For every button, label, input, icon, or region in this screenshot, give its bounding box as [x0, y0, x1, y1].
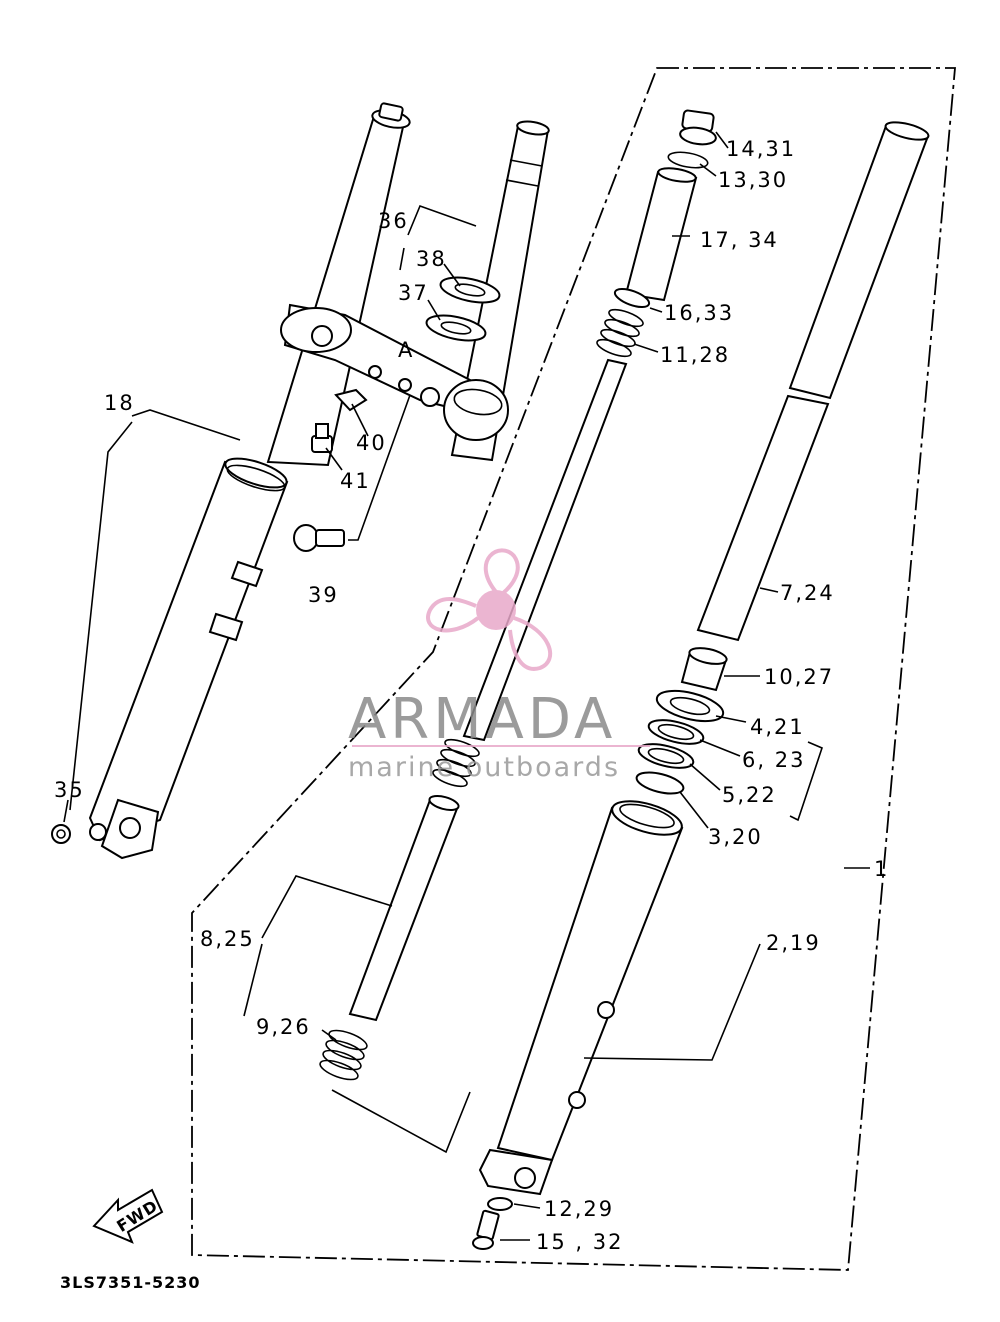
part-16-washer [613, 287, 651, 309]
part-6-clip [647, 719, 705, 745]
label-18: 18 [104, 391, 135, 415]
label-4-21: 4,21 [750, 715, 805, 739]
part-13-o-ring [667, 151, 709, 169]
part-11-spring-bottom [432, 738, 480, 788]
label-16-33: 16,33 [664, 301, 734, 325]
part-12-washer [487, 1197, 513, 1211]
part-41-bolt [311, 423, 333, 453]
label-14-31: 14,31 [726, 137, 796, 161]
part-39-bolt [293, 524, 345, 552]
label-12-29: 12,29 [544, 1197, 614, 1221]
part-8-damper-rod [348, 798, 460, 1022]
part-40-clip [334, 388, 368, 412]
leader-lines [63, 131, 870, 1241]
assembly-boundary [191, 67, 956, 1271]
part-14-cap-bolt [679, 109, 717, 146]
propeller-logo-icon [426, 548, 553, 671]
label-41: 41 [340, 469, 371, 493]
part-11-spring-top [596, 308, 644, 358]
watermark-brand: ARMADA [348, 687, 616, 752]
label-2-19: 2,19 [766, 931, 821, 955]
part-2-outer-tube [496, 806, 684, 1162]
bracket-marker: A [398, 338, 414, 362]
label-36: 36 [378, 209, 409, 233]
label-7-24: 7,24 [780, 581, 835, 605]
part-9-rebound-spring [319, 1029, 368, 1081]
label-13-30: 13,30 [718, 168, 788, 192]
part-7-inner-tube [788, 124, 930, 400]
part-15-bolt [472, 1209, 500, 1250]
steering-assembly: A [280, 120, 550, 552]
label-38: 38 [416, 247, 447, 271]
label-1: 1 [874, 857, 889, 881]
label-9-26: 9,26 [256, 1015, 311, 1039]
label-10-27: 10,27 [764, 665, 834, 689]
label-37: 37 [398, 281, 429, 305]
label-17-34: 17, 34 [700, 228, 779, 252]
part-5-washer [637, 743, 695, 769]
label-15-32: 15 , 32 [536, 1230, 623, 1254]
exploded-fork [472, 121, 930, 1250]
part-38-bearing [439, 276, 501, 304]
part-labels: 14,31 13,30 17, 34 16,33 11,28 7,24 10,2… [54, 137, 889, 1254]
label-39: 39 [308, 583, 339, 607]
part-37-bearing [425, 314, 487, 342]
assembled-fork-18 [51, 102, 411, 860]
label-40: 40 [356, 431, 387, 455]
armada-watermark: ARMADA marine outboards [348, 548, 650, 783]
part-35-washer [51, 824, 71, 844]
part-3-bushing [635, 771, 685, 795]
label-11-28: 11,28 [660, 343, 730, 367]
damper-assembly [319, 109, 717, 1081]
label-35: 35 [54, 778, 85, 802]
label-8-25: 8,25 [200, 927, 255, 951]
part-code: 3LS7351-5230 [60, 1273, 201, 1292]
fwd-arrow-icon: FWD [92, 1188, 164, 1244]
watermark-tagline: marine outboards [348, 752, 620, 783]
label-6-23: 6, 23 [742, 748, 805, 772]
label-3-20: 3,20 [708, 825, 763, 849]
label-5-22: 5,22 [722, 783, 777, 807]
